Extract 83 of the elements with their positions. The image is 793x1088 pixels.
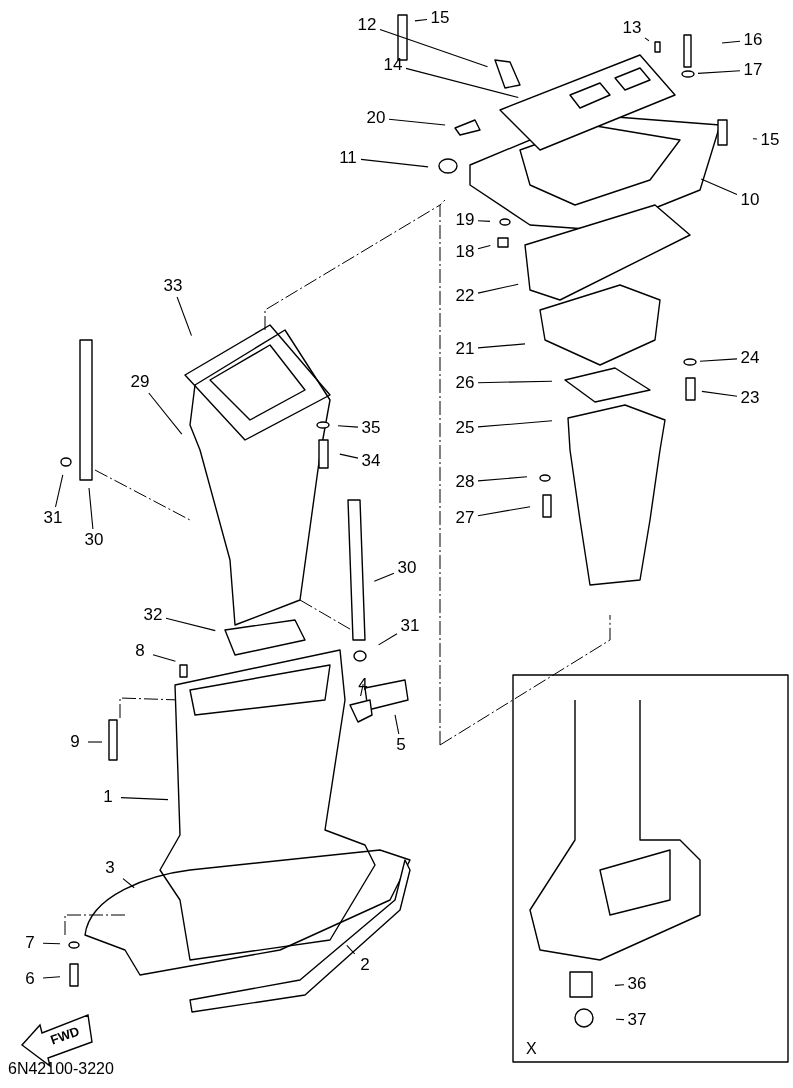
leader-line: [360, 158, 429, 168]
leader-line: [148, 392, 183, 435]
leader-line: [152, 654, 176, 662]
callout-number: 29: [129, 373, 151, 391]
callout-number: 2: [354, 956, 376, 974]
callout-number: 24: [739, 349, 761, 367]
leader-line: [644, 37, 650, 42]
callout-number: 32: [142, 606, 164, 624]
callout-number: 5: [390, 736, 412, 754]
leader-line: [721, 40, 741, 44]
leader-line: [615, 1018, 625, 1021]
leader-line: [42, 976, 61, 979]
leader-line: [701, 390, 738, 397]
leader-line: [87, 741, 103, 743]
callout-number: 22: [454, 287, 476, 305]
leader-line: [614, 984, 625, 986]
leader-line: [477, 476, 528, 482]
leader-line: [414, 18, 428, 22]
leader-line: [165, 617, 216, 632]
leader-line: [477, 380, 553, 384]
callout-number: 14: [382, 56, 404, 74]
callout-number: 36: [626, 975, 648, 993]
leader-line: [699, 358, 738, 362]
callout-number: 26: [454, 374, 476, 392]
inset-label: X: [526, 1040, 537, 1058]
callout-number: 15: [429, 9, 451, 27]
leader-line: [477, 420, 553, 428]
callout-number: 35: [360, 419, 382, 437]
leader-line: [394, 714, 400, 735]
callout-number: 31: [399, 617, 421, 635]
leader-line: [477, 506, 531, 517]
callout-number: 34: [360, 452, 382, 470]
callout-number: 30: [83, 531, 105, 549]
part-number: 6N42100-3220: [8, 1060, 114, 1078]
leader-line: [339, 453, 359, 459]
callout-number: 19: [454, 211, 476, 229]
callout-number: 20: [365, 109, 387, 127]
leader-line: [405, 67, 519, 99]
callout-number: 8: [129, 642, 151, 660]
callout-number: 30: [396, 559, 418, 577]
callout-number: 25: [454, 419, 476, 437]
callout-number: 12: [356, 16, 378, 34]
leader-line: [700, 178, 738, 195]
callout-number: 3: [99, 859, 121, 877]
callout-number: 15: [759, 131, 781, 149]
leader-line: [88, 487, 94, 530]
leader-line: [337, 425, 359, 428]
callout-number: 6: [19, 970, 41, 988]
callout-number: 27: [454, 509, 476, 527]
leader-line: [176, 296, 193, 337]
leader-line: [477, 343, 526, 349]
leader-line: [360, 683, 364, 697]
leader-line: [42, 942, 61, 945]
leader-line: [378, 633, 398, 646]
leader-line: [477, 220, 491, 222]
callout-number: 28: [454, 473, 476, 491]
callout-number: 23: [739, 389, 761, 407]
leader-line: [388, 118, 446, 126]
callout-number: 21: [454, 340, 476, 358]
callout-number: 16: [742, 31, 764, 49]
callout-number: 37: [626, 1011, 648, 1029]
leader-line: [122, 878, 135, 889]
callout-number: 18: [454, 243, 476, 261]
leader-line: [477, 283, 519, 294]
callout-number: 4: [352, 676, 374, 694]
direction-label: FWD: [48, 1023, 82, 1048]
callout-number: 17: [742, 61, 764, 79]
callout-number: 33: [162, 277, 184, 295]
leader-line: [752, 138, 758, 140]
leader-line: [346, 944, 356, 955]
callout-number: 1: [97, 788, 119, 806]
leader-line: [477, 244, 491, 250]
leader-line: [697, 70, 741, 74]
callout-number: 9: [64, 733, 86, 751]
callout-number: 31: [42, 509, 64, 527]
callout-number: 10: [739, 191, 761, 209]
callout-number: 11: [337, 149, 359, 167]
leader-line: [373, 572, 395, 582]
leader-line: [54, 474, 64, 508]
callout-number: 7: [19, 934, 41, 952]
callout-number: 13: [621, 19, 643, 37]
leader-line: [379, 28, 489, 68]
leader-line: [120, 797, 169, 801]
